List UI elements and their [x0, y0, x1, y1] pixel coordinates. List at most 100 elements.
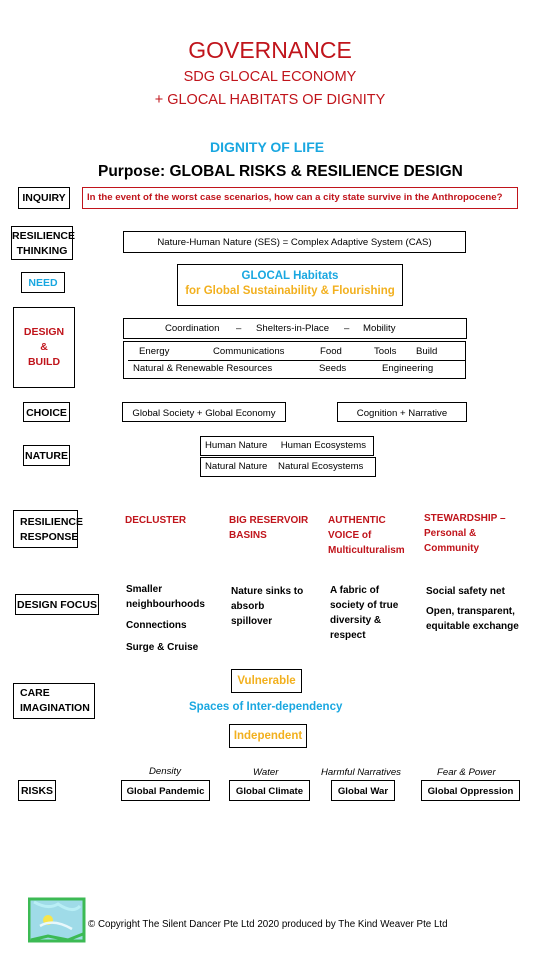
focus-spillover: spillover [231, 616, 273, 627]
resources-box: Energy Communications Food Tools Build N… [123, 341, 466, 379]
focus-nature-sinks: Nature sinks to [231, 586, 304, 597]
logo-painting [27, 896, 86, 943]
risk-global-war: Global War [337, 786, 389, 797]
coordination-text: Coordination [165, 323, 220, 334]
risk-global-pandemic-box: Global Pandemic [121, 780, 210, 801]
shelters-text: Shelters-in-Place [256, 323, 330, 334]
natural-nature-box: Natural Nature Natural Ecosystems [200, 457, 376, 477]
coordination-box: Coordination – Shelters-in-Place – Mobil… [123, 318, 467, 339]
response-authentic-line2: VOICE of [328, 530, 372, 541]
risk-global-oppression: Global Oppression [427, 786, 514, 797]
need-label: NEED [28, 277, 58, 289]
inquiry-label-box: INQUIRY [18, 187, 70, 209]
copyright-text: © Copyright The Silent Dancer Pte Ltd 20… [88, 919, 448, 930]
global-society-box: Global Society + Global Economy [122, 402, 286, 422]
focus-safety-net: Social safety net [426, 586, 505, 597]
focus-decluster: Smaller neighbourhoods Connections Surge… [126, 582, 205, 655]
response-decluster: DECLUSTER [125, 513, 186, 528]
focus-connections: Connections [126, 620, 187, 631]
resilience-thinking-label-2: THINKING [16, 245, 68, 257]
inquiry-question-box: In the event of the worst case scenarios… [82, 187, 518, 209]
human-nature-text: Human Nature Human Ecosystems [205, 440, 367, 451]
response-authentic-line3: Multiculturalism [328, 545, 405, 556]
response-stewardship-line3: Community [424, 543, 479, 554]
focus-stewardship: Social safety net Open, transparent, equ… [426, 584, 519, 634]
risk-global-climate: Global Climate [235, 786, 304, 797]
care-imagination-label-box: CARE IMAGINATION [13, 683, 95, 719]
logo-painting-graphic [27, 897, 86, 943]
focus-fabric-line4: respect [330, 630, 366, 641]
human-nature-box: Human Nature Human Ecosystems [200, 436, 374, 456]
cause-harmful-narratives: Harmful Narratives [321, 767, 401, 778]
response-big-reservoir-line2: BASINS [229, 530, 267, 541]
response-stewardship: STEWARDSHIP – Personal & Community [424, 511, 506, 556]
dash-1: – [236, 323, 242, 334]
page-subtitle-1: SDG GLOCAL ECONOMY [183, 69, 357, 85]
natural-nature-text: Natural Nature Natural Ecosystems [205, 461, 364, 472]
cas-text: Nature-Human Nature (SES) = Complex Adap… [157, 237, 432, 248]
engineering-text: Engineering [382, 363, 434, 374]
cause-water: Water [253, 767, 279, 778]
dash-2: – [344, 323, 350, 334]
build-label: BUILD [27, 356, 61, 368]
tools-text: Tools [374, 346, 397, 357]
response-authentic-line1: AUTHENTIC [328, 515, 386, 526]
focus-neighbourhoods: neighbourhoods [126, 599, 205, 610]
seeds-text: Seeds [319, 363, 347, 374]
inquiry-question: In the event of the worst case scenarios… [87, 192, 503, 203]
response-big-reservoir: BIG RESERVOIR BASINS [229, 513, 308, 543]
cause-fear-power: Fear & Power [437, 767, 496, 778]
cas-box: Nature-Human Nature (SES) = Complex Adap… [123, 231, 466, 253]
risks-label: RISKS [20, 785, 54, 797]
ampersand-label: & [40, 341, 48, 353]
page-subtitle-2: + GLOCAL HABITATS OF DIGNITY [154, 92, 386, 108]
natural-resources-text: Natural & Renewable Resources [133, 363, 273, 374]
focus-smaller: Smaller [126, 584, 163, 595]
focus-fabric-line3: diversity & [330, 615, 382, 626]
vulnerable-box: Vulnerable [231, 669, 302, 693]
resilience-response-label-1: RESILIENCE [20, 516, 84, 528]
risk-global-climate-box: Global Climate [229, 780, 310, 801]
focus-equitable: equitable exchange [426, 621, 519, 632]
vulnerable-text: Vulnerable [237, 675, 296, 687]
cognition-text: Cognition + Narrative [356, 408, 448, 419]
focus-open-transparent: Open, transparent, [426, 606, 515, 617]
focus-fabric-line1: A fabric of [330, 585, 380, 596]
choice-label: CHOICE [26, 407, 67, 419]
resilience-response-label-2: RESPONSE [20, 531, 79, 543]
nature-label-box: NATURE [23, 445, 70, 466]
build-text: Build [416, 346, 438, 357]
inquiry-label: INQUIRY [22, 192, 66, 204]
purpose-heading: Purpose: GLOBAL RISKS & RESILIENCE DESIG… [98, 163, 463, 180]
glocal-habitats-line2: for Global Sustainability & Flourishing [185, 285, 395, 297]
cognition-box: Cognition + Narrative [337, 402, 467, 422]
risk-global-oppression-box: Global Oppression [421, 780, 520, 801]
independent-box: Independent [229, 724, 307, 748]
focus-reservoir: Nature sinks to absorb spillover [231, 584, 303, 629]
cause-density: Density [149, 766, 181, 777]
mobility-text: Mobility [363, 323, 396, 334]
focus-absorb: absorb [231, 601, 265, 612]
independent-text: Independent [233, 730, 303, 742]
spaces-text: Spaces of Inter-dependency [189, 701, 343, 713]
global-society-text: Global Society + Global Economy [132, 408, 276, 419]
resilience-response-label-box: RESILIENCE RESPONSE [13, 510, 84, 548]
need-label-box: NEED [21, 272, 65, 293]
response-decluster-line1: DECLUSTER [125, 515, 187, 526]
design-label: DESIGN [23, 326, 65, 338]
design-focus-label-box: DESIGN FOCUS [15, 594, 99, 615]
focus-fabric-line2: society of true [330, 600, 399, 611]
glocal-habitats-box: GLOCAL Habitats for Global Sustainabilit… [177, 264, 403, 306]
imagination-label: IMAGINATION [20, 702, 90, 714]
risks-label-box: RISKS [18, 780, 56, 801]
glocal-habitats-line1: GLOCAL Habitats [241, 270, 339, 282]
focus-surge-cruise: Surge & Cruise [126, 642, 199, 653]
risk-global-pandemic: Global Pandemic [126, 786, 205, 797]
design-build-label-box: DESIGN & BUILD [13, 307, 75, 388]
response-authentic-voice: AUTHENTIC VOICE of Multiculturalism [328, 513, 405, 558]
response-big-reservoir-line1: BIG RESERVOIR [229, 515, 309, 526]
resources-divider [128, 360, 465, 361]
response-stewardship-line1: STEWARDSHIP – [424, 513, 506, 524]
food-text: Food [320, 346, 342, 357]
focus-fabric: A fabric of society of true diversity & … [330, 583, 398, 643]
